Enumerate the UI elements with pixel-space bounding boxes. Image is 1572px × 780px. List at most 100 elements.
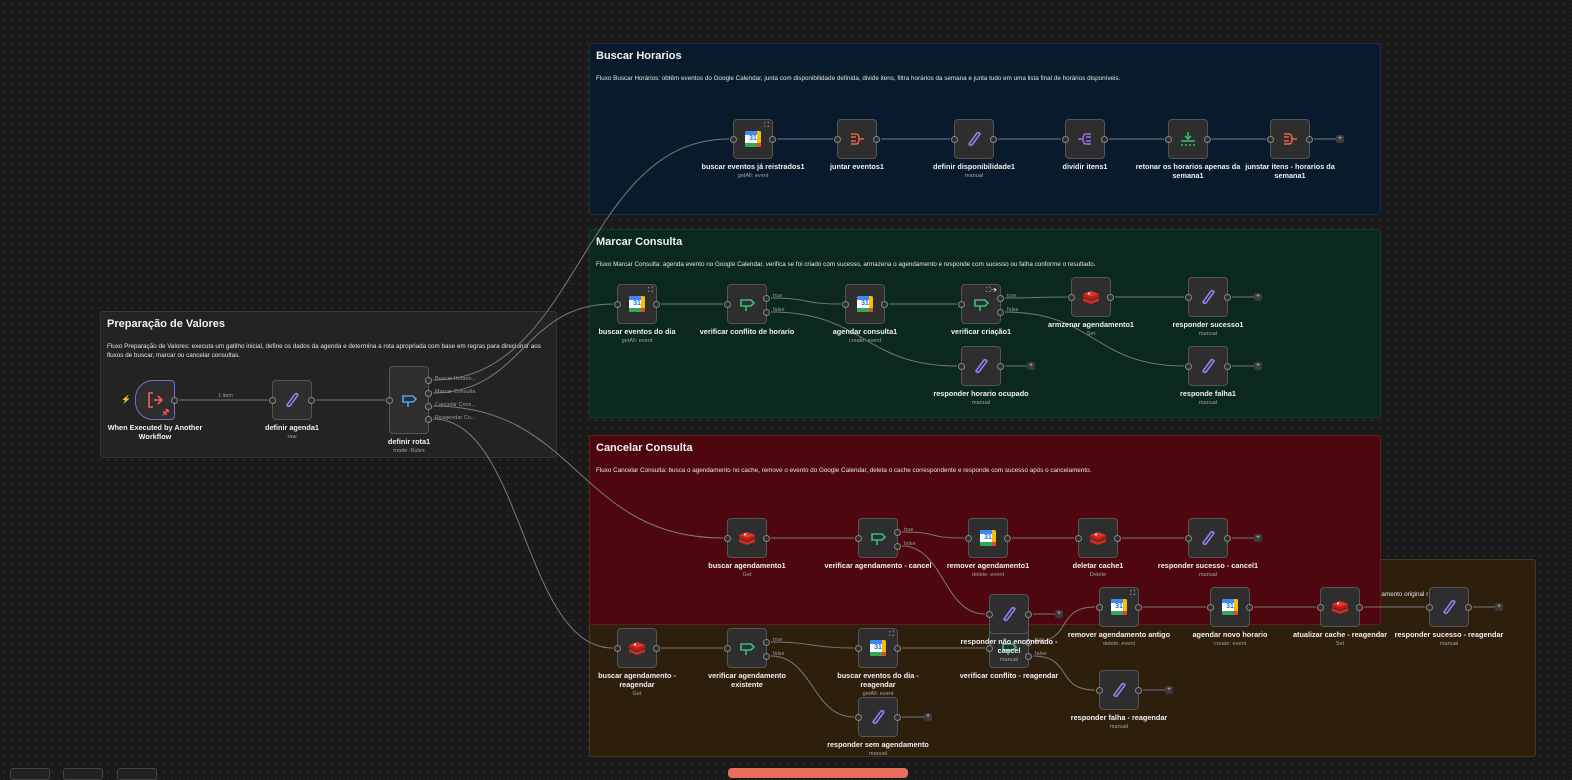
node-agendar-novo[interactable]: 31 [1207, 587, 1253, 627]
output-port[interactable] [873, 136, 880, 143]
input-port[interactable] [1068, 294, 1075, 301]
node-juntar-eventos[interactable] [834, 119, 880, 159]
node-responder-sem-ag[interactable] [855, 697, 901, 737]
output-port[interactable] [1204, 136, 1211, 143]
input-port[interactable] [855, 714, 862, 721]
output-port[interactable] [763, 535, 770, 542]
node-buscar-eventos-reag[interactable]: 31⛶ [855, 628, 901, 668]
output-port-true[interactable] [997, 295, 1004, 302]
input-port[interactable] [1185, 294, 1192, 301]
node-junstar-itens[interactable] [1267, 119, 1313, 159]
input-port[interactable] [1185, 363, 1192, 370]
add-node-button[interactable]: + [1165, 686, 1173, 694]
zoom-in-button[interactable] [63, 768, 103, 780]
output-port[interactable] [1025, 611, 1032, 618]
output-port[interactable] [1135, 687, 1142, 694]
output-port[interactable] [425, 377, 432, 384]
input-port[interactable] [1185, 535, 1192, 542]
input-port[interactable] [386, 397, 393, 404]
output-port-false[interactable] [894, 543, 901, 550]
input-port[interactable] [855, 535, 862, 542]
output-port[interactable] [1465, 604, 1472, 611]
input-port[interactable] [724, 301, 731, 308]
output-port-true[interactable] [894, 529, 901, 536]
output-port[interactable] [653, 645, 660, 652]
input-port[interactable] [1207, 604, 1214, 611]
input-port[interactable] [986, 611, 993, 618]
node-buscar-eventos-dia[interactable]: 31⛶ [614, 284, 660, 324]
add-node-button[interactable]: + [924, 713, 932, 721]
output-port-false[interactable] [1025, 653, 1032, 660]
input-port[interactable] [614, 301, 621, 308]
add-node-button[interactable]: + [1336, 135, 1344, 143]
zoom-out-button[interactable] [117, 768, 157, 780]
input-port[interactable] [951, 136, 958, 143]
output-port-true[interactable] [763, 295, 770, 302]
input-port[interactable] [1426, 604, 1433, 611]
node-responde-falha[interactable] [1185, 346, 1231, 386]
add-node-button[interactable]: + [1055, 610, 1063, 618]
execute-workflow-button[interactable] [728, 768, 908, 778]
output-port[interactable] [1224, 294, 1231, 301]
node-responder-falha-reag[interactable] [1096, 670, 1142, 710]
input-port[interactable] [1096, 687, 1103, 694]
output-port[interactable] [171, 397, 178, 404]
node-responder-sucesso-cancel[interactable] [1185, 518, 1231, 558]
output-port[interactable] [425, 390, 432, 397]
node-buscar-agendamento[interactable] [724, 518, 770, 558]
input-port[interactable] [724, 645, 731, 652]
node-responder-sucesso-reag[interactable] [1426, 587, 1472, 627]
node-armazenar[interactable] [1068, 277, 1114, 317]
input-port[interactable] [1165, 136, 1172, 143]
output-port[interactable] [1004, 535, 1011, 542]
output-port[interactable] [1246, 604, 1253, 611]
output-port-false[interactable] [997, 309, 1004, 316]
node-atualizar-cache[interactable] [1317, 587, 1363, 627]
node-definir-disp[interactable] [951, 119, 997, 159]
output-port[interactable] [997, 363, 1004, 370]
input-port[interactable] [730, 136, 737, 143]
input-port[interactable] [958, 363, 965, 370]
zoom-to-fit-button[interactable] [10, 768, 50, 780]
output-port[interactable] [1356, 604, 1363, 611]
output-port[interactable] [1224, 363, 1231, 370]
input-port[interactable] [1096, 604, 1103, 611]
output-port[interactable] [881, 301, 888, 308]
input-port[interactable] [1267, 136, 1274, 143]
node-responder-ocupado[interactable] [958, 346, 1004, 386]
output-port-true[interactable] [1025, 639, 1032, 646]
output-port[interactable] [1306, 136, 1313, 143]
node-trigger[interactable]: 📌 [135, 380, 178, 420]
input-port[interactable] [269, 397, 276, 404]
output-port[interactable] [769, 136, 776, 143]
node-responder-sucesso[interactable] [1185, 277, 1231, 317]
output-port[interactable] [653, 301, 660, 308]
input-port[interactable] [855, 645, 862, 652]
add-node-button[interactable]: + [1254, 293, 1262, 301]
output-port-true[interactable] [763, 639, 770, 646]
output-port-false[interactable] [763, 309, 770, 316]
output-port[interactable] [1114, 535, 1121, 542]
output-port[interactable] [425, 403, 432, 410]
input-port[interactable] [724, 535, 731, 542]
node-remover-agendamento[interactable]: 31 [965, 518, 1011, 558]
output-port[interactable] [1101, 136, 1108, 143]
output-port[interactable] [1107, 294, 1114, 301]
node-retonar-horarios[interactable] [1165, 119, 1211, 159]
output-port[interactable] [1224, 535, 1231, 542]
add-node-button[interactable]: + [1495, 603, 1503, 611]
output-port[interactable] [894, 645, 901, 652]
input-port[interactable] [1317, 604, 1324, 611]
output-port[interactable] [308, 397, 315, 404]
input-port[interactable] [986, 645, 993, 652]
node-buscar-ag-reag[interactable] [614, 628, 660, 668]
add-node-button[interactable]: + [1254, 362, 1262, 370]
input-port[interactable] [842, 301, 849, 308]
output-port[interactable] [1135, 604, 1142, 611]
